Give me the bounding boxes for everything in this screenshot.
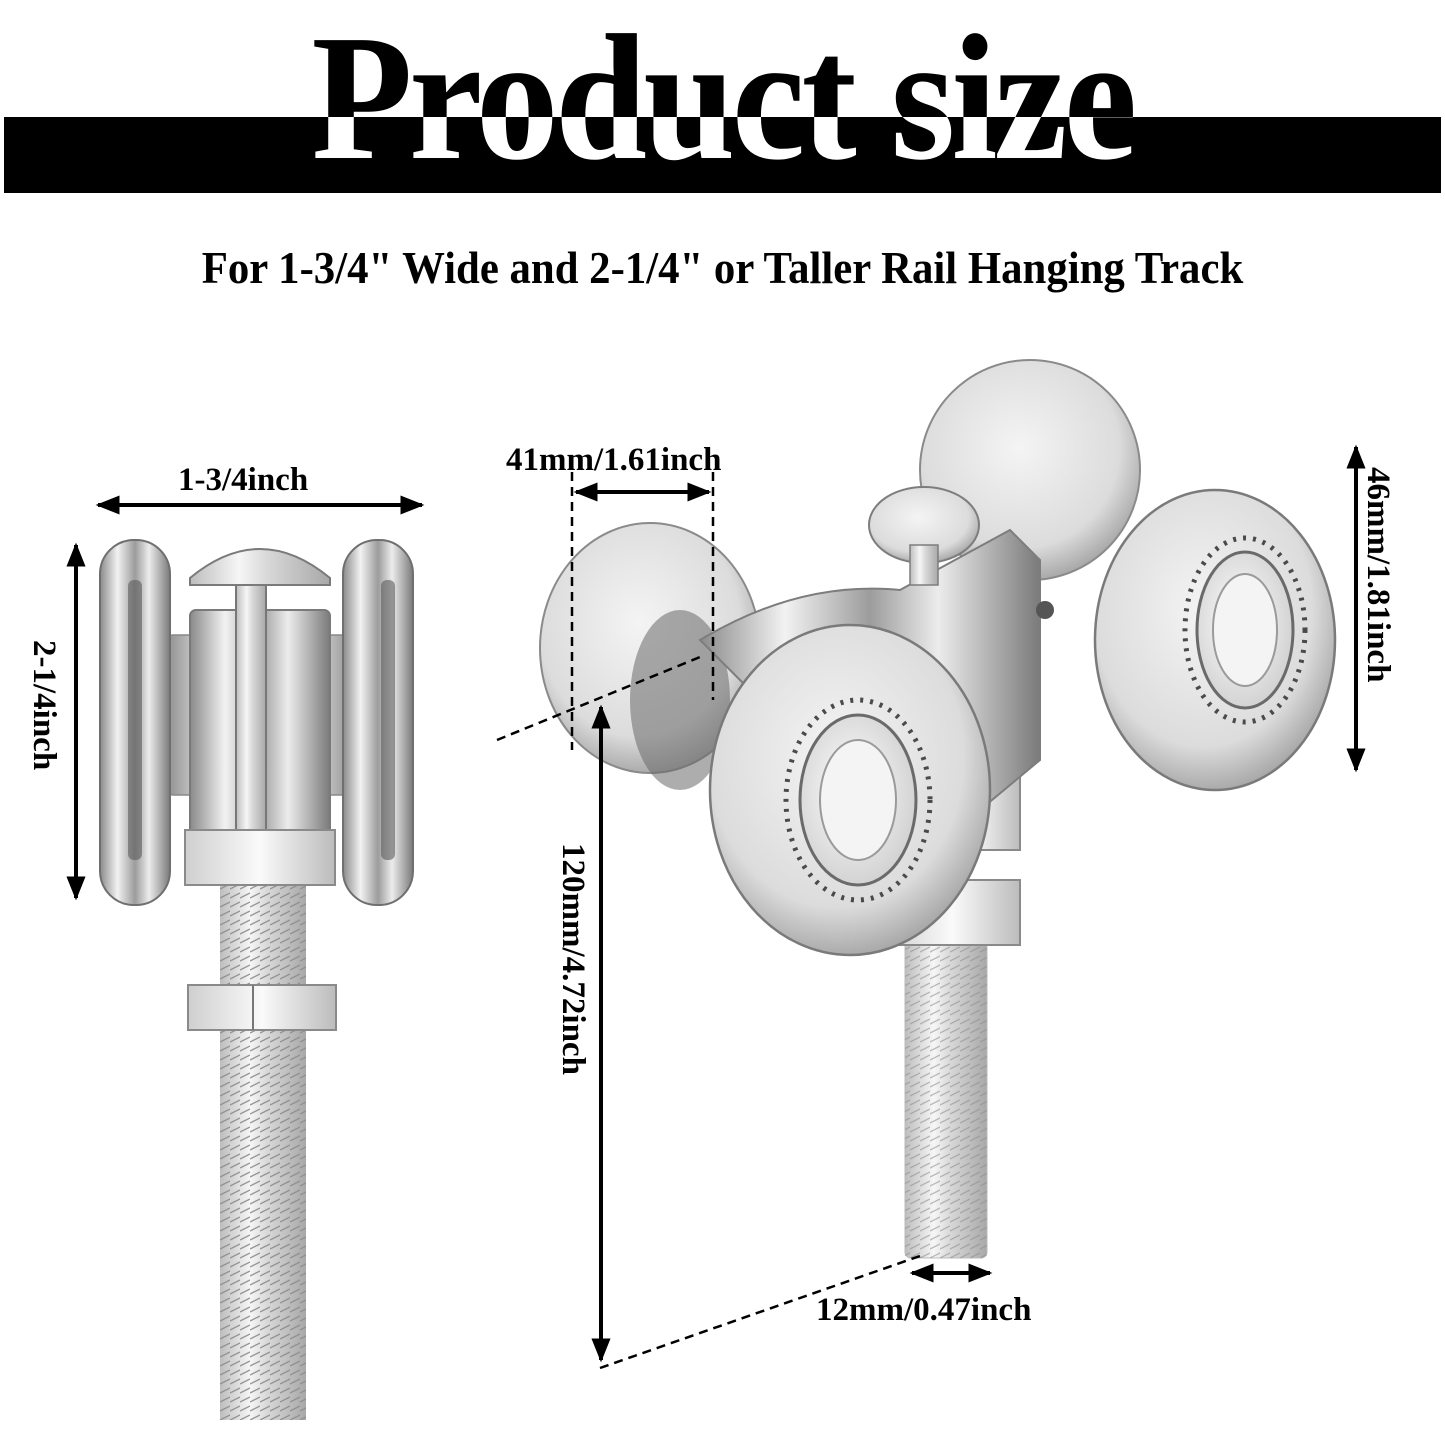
page-title-inverted: Product size <box>311 0 1137 197</box>
total-height-guide-top <box>496 653 706 742</box>
wheel-width-label: 41mm/1.61inch <box>506 442 722 478</box>
title-band <box>4 117 1441 193</box>
left-upper-hex-nut <box>184 829 336 886</box>
title-layer-white: Product size <box>4 0 1441 197</box>
left-lower-hex-nut <box>187 984 337 1031</box>
total-height-guide-bottom <box>599 1254 921 1370</box>
left-width-label: 1-3/4inch <box>178 462 309 498</box>
title-banner: Product size Product size <box>0 0 1445 200</box>
total-height-label: 120mm/4.72inch <box>555 843 591 1075</box>
right-trolley <box>539 359 1337 1259</box>
left-wheel-b <box>342 539 414 906</box>
wheel-height-label: 46mm/1.81inch <box>1360 467 1396 683</box>
bolt-diameter-label: 12mm/0.47inch <box>816 1292 1032 1328</box>
right-bearing-a <box>1182 535 1308 725</box>
left-height-label: 2-1/4inch <box>26 640 62 771</box>
right-bearing-b <box>783 697 933 903</box>
left-hanger-wheel <box>99 539 414 1420</box>
subtitle: For 1-3/4" Wide and 2-1/4" or Taller Rai… <box>201 242 1244 293</box>
title-layer-black: Product size <box>0 0 1445 197</box>
page-title: Product size <box>311 0 1137 197</box>
